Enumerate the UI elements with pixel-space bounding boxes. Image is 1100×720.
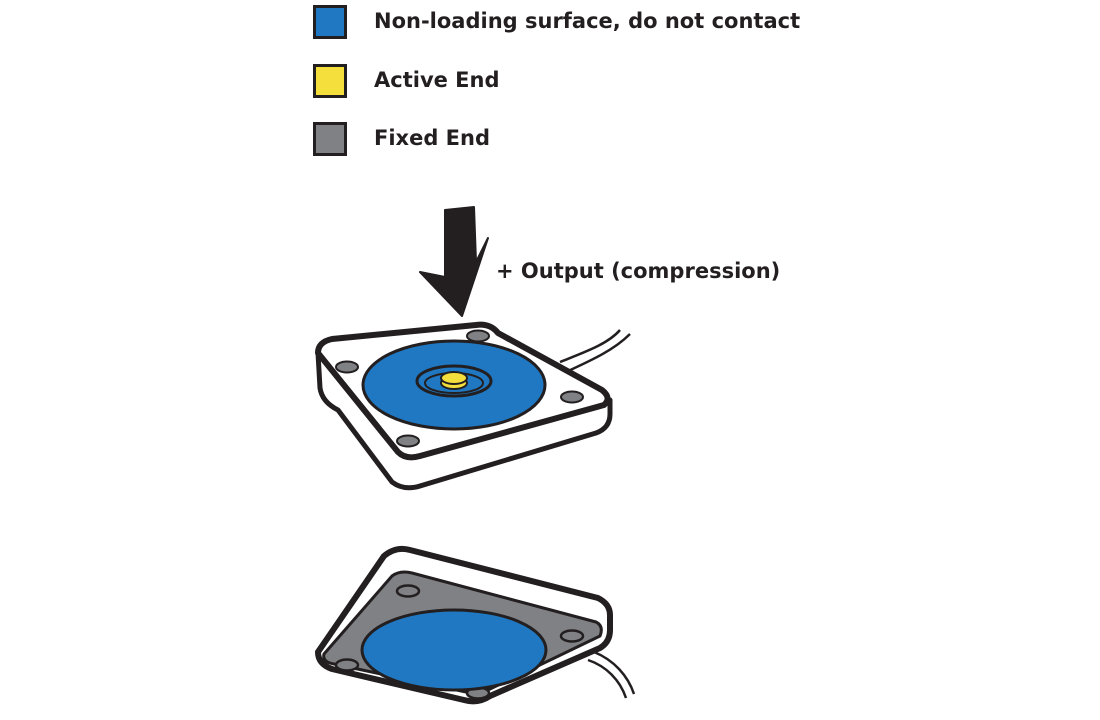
legend-label-active-end: Active End bbox=[374, 68, 500, 92]
legend-item-active-end: Active End bbox=[313, 64, 833, 104]
legend-item-non-loading: Non-loading surface, do not contact bbox=[313, 5, 833, 45]
compression-arrow-icon bbox=[419, 206, 489, 317]
output-compression-label: + Output (compression) bbox=[496, 259, 781, 283]
cable-top bbox=[559, 329, 631, 374]
legend-label-non-loading: Non-loading surface, do not contact bbox=[374, 9, 801, 33]
legend-label-fixed-end: Fixed End bbox=[374, 126, 491, 150]
active-end-swatch bbox=[313, 64, 347, 98]
non-loading-swatch bbox=[313, 5, 347, 39]
cable-bottom bbox=[587, 650, 636, 699]
legend-item-fixed-end: Fixed End bbox=[313, 122, 833, 162]
fixed-end-swatch bbox=[313, 122, 347, 156]
sensor-top-view bbox=[315, 321, 631, 491]
non-loading-surface-bottom bbox=[360, 608, 548, 692]
mounting-holes-top bbox=[335, 329, 584, 448]
sensor-bottom-view bbox=[315, 545, 636, 705]
active-end-button bbox=[440, 371, 468, 390]
